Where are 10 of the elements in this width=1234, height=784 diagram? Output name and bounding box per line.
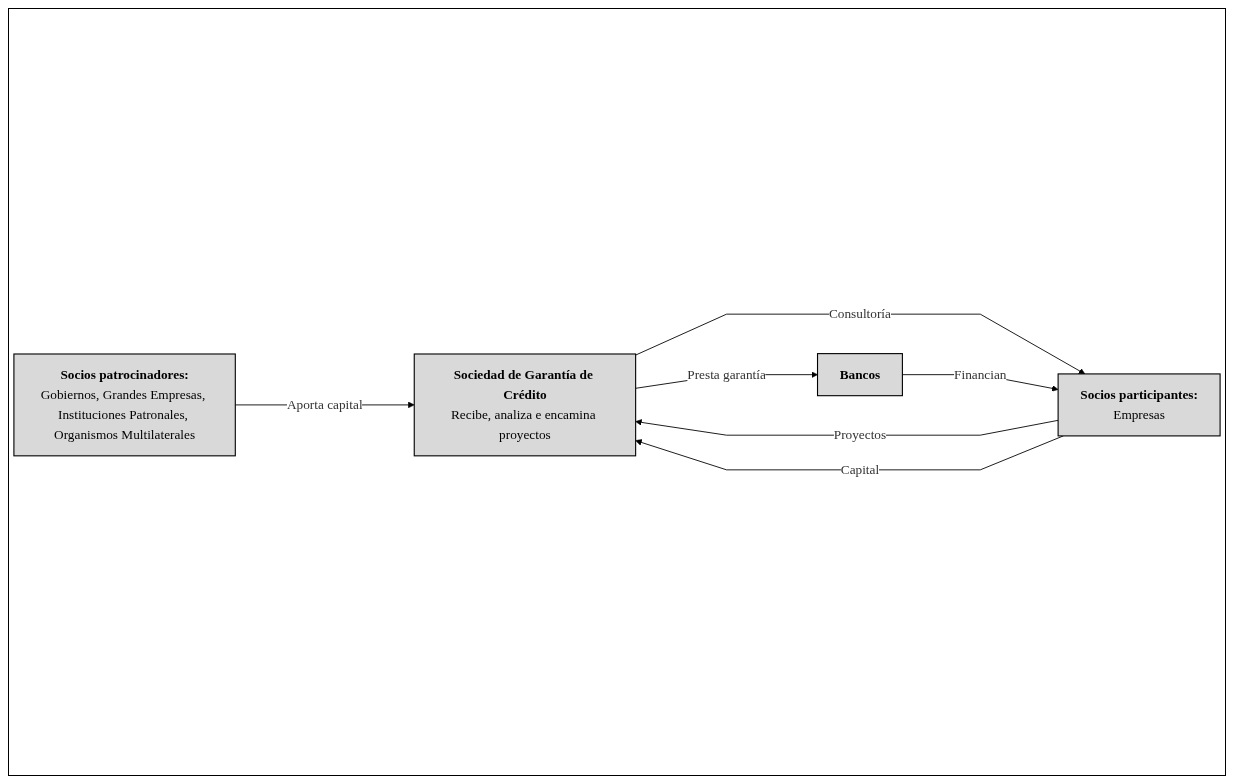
node-box: Socios patrocinadores: Gobiernos, Grandes Empresas, Instituciones Patronales, Organismos Multilaterales <box>13 353 236 457</box>
node-box: Bancos <box>816 353 903 397</box>
edge-label: Aporta capital <box>286 397 363 412</box>
node-box: Socios participantes: Empresas <box>1057 373 1221 437</box>
node-box: Sociedad de Garantía de Crédito Recibe, analiza e encamina proyectos <box>413 353 637 457</box>
edge-label: Presta garantía <box>687 366 766 382</box>
edge-label: Proyectos <box>833 427 887 443</box>
edge-label: Consultoría <box>828 306 891 322</box>
edge-label: Capital <box>840 462 880 477</box>
edge-label: Financian <box>954 366 1007 382</box>
